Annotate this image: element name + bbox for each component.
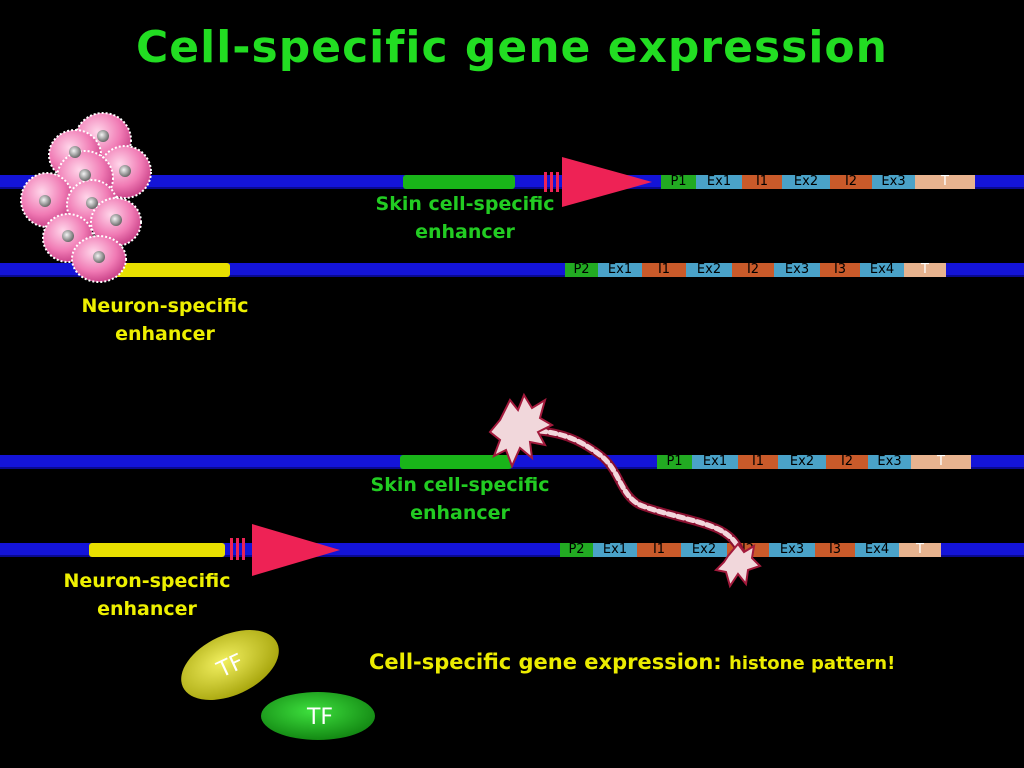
gene-segment-ex2: Ex2 — [778, 455, 826, 469]
gene-segment-p2: P2 — [565, 263, 598, 277]
gene-segment-t: T — [911, 455, 971, 469]
transcription-factor-icon: TF — [181, 630, 279, 700]
gene-segment-p1: P1 — [661, 175, 696, 189]
gene-segment-ex2: Ex2 — [686, 263, 732, 277]
gene-segment-i1: I1 — [642, 263, 686, 277]
skin-enhancer-2 — [400, 455, 512, 469]
gene-segment-ex3: Ex3 — [774, 263, 820, 277]
gene-segment-ex2: Ex2 — [681, 543, 727, 557]
caption-main: Cell-specific gene expression: — [369, 650, 729, 674]
gene-segment-i2: I2 — [826, 455, 868, 469]
activation-arrow-icon — [230, 524, 340, 576]
label-line: enhancer — [410, 502, 510, 524]
gene-segment-i1: I1 — [637, 543, 681, 557]
label-line: Skin cell-specific — [375, 193, 555, 215]
gene-segment-i3: I3 — [815, 543, 855, 557]
gene-segment-t: T — [899, 543, 941, 557]
cell-nuclei — [39, 130, 131, 263]
gene-segment-ex2: Ex2 — [782, 175, 830, 189]
gene-segment-ex4: Ex4 — [860, 263, 904, 277]
label-line: enhancer — [415, 221, 515, 243]
label-line: enhancer — [115, 323, 215, 345]
skin-enhancer-label-top: Skin cell-specific enhancer — [360, 190, 570, 246]
gene-segment-ex1: Ex1 — [692, 455, 738, 469]
neuron-enhancer-1 — [110, 263, 230, 277]
gene-segment-ex1: Ex1 — [593, 543, 637, 557]
gene-segment-i2: I2 — [732, 263, 774, 277]
label-line: Skin cell-specific — [370, 474, 550, 496]
label-line: enhancer — [97, 598, 197, 620]
gene-segment-ex1: Ex1 — [696, 175, 742, 189]
caption: Cell-specific gene expression: histone p… — [369, 650, 895, 674]
gene-segment-ex1: Ex1 — [598, 263, 642, 277]
transcription-factor-icon: TF — [261, 692, 375, 740]
gene-segment-t: T — [904, 263, 946, 277]
gene-segment-ex4: Ex4 — [855, 543, 899, 557]
gene-segment-p1: P1 — [657, 455, 692, 469]
gene-segment-ex3: Ex3 — [868, 455, 911, 469]
gene-segment-i1: I1 — [742, 175, 782, 189]
gene-segment-ex3: Ex3 — [872, 175, 915, 189]
gene-segment-p2: P2 — [560, 543, 593, 557]
skin-enhancer-1 — [403, 175, 515, 189]
neuron-cell-icon — [488, 392, 762, 589]
label-line: Neuron-specific — [81, 295, 249, 317]
gene-segment-i2: I2 — [830, 175, 872, 189]
gene-segment-t: T — [915, 175, 975, 189]
gene-segment-ex3: Ex3 — [769, 543, 815, 557]
neuron-enhancer-2 — [89, 543, 225, 557]
gene-segment-i1: I1 — [738, 455, 778, 469]
neuron-enhancer-label-bottom: Neuron-specific enhancer — [42, 567, 252, 623]
skin-enhancer-label-bottom: Skin cell-specific enhancer — [355, 471, 565, 527]
slide-title: Cell-specific gene expression — [136, 22, 888, 73]
label-line: Neuron-specific — [63, 570, 231, 592]
gene-segment-i3: I3 — [820, 263, 860, 277]
caption-suffix: histone pattern! — [729, 653, 896, 674]
tf-green-label: TF — [306, 705, 333, 730]
activation-arrow-icon — [544, 157, 652, 207]
neuron-enhancer-label-top: Neuron-specific enhancer — [60, 292, 270, 348]
